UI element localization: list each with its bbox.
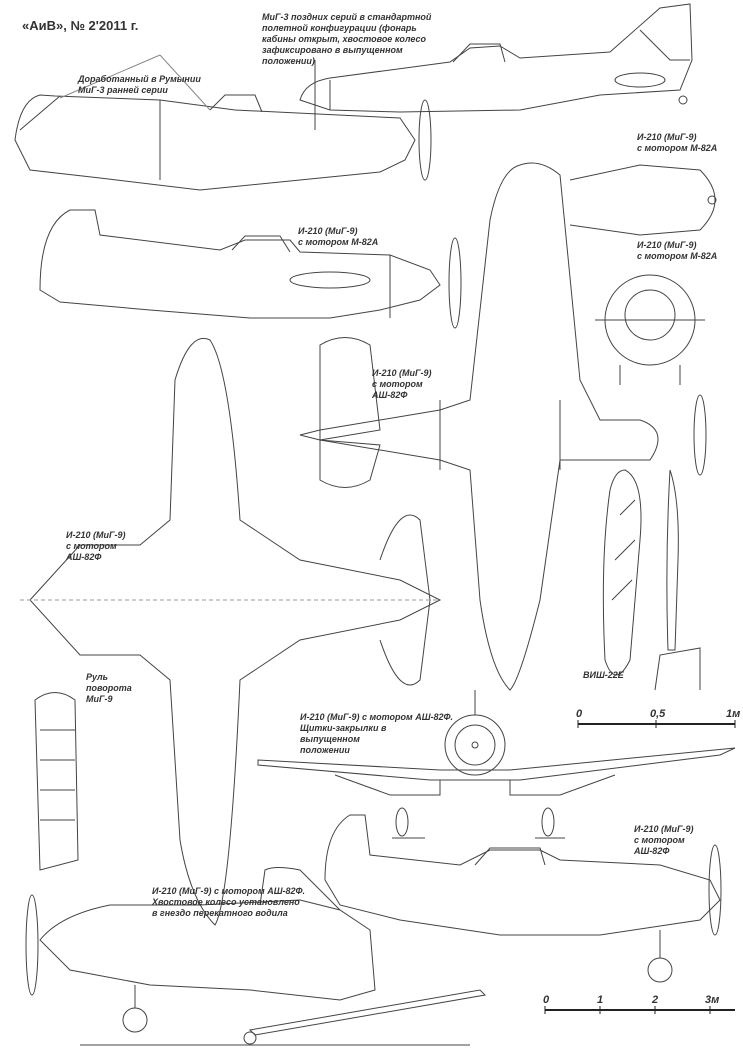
caption-line: МиГ-3 ранней серии — [78, 85, 168, 95]
caption-line: АШ-82Ф — [66, 552, 102, 562]
rudder-drawing — [34, 692, 79, 871]
scale-bar-small — [577, 720, 736, 728]
caption-i210-towbar: И-210 (МиГ-9) с мотором АШ-82Ф. Хвостово… — [152, 886, 305, 919]
caption-line: И-210 (МиГ-9) — [298, 226, 358, 236]
caption-line: АШ-82Ф — [372, 390, 408, 400]
caption-i210-m82a-top-detail: И-210 (МиГ-9) с мотором М-82А — [637, 132, 717, 154]
caption-line: ВИШ-22Е — [583, 670, 624, 680]
caption-line: с мотором М-82А — [637, 251, 718, 261]
caption-line: МиГ-9 — [86, 694, 113, 704]
caption-line: с мотором М-82А — [637, 143, 718, 153]
caption-i210-ash82f-top: И-210 (МиГ-9) с мотором АШ-82Ф — [372, 368, 432, 401]
i210-m82a-front-view — [595, 274, 705, 385]
caption-mig3-late: МиГ-3 поздних серий в стандартной полетн… — [262, 12, 431, 67]
scale-small-tick-0: 0 — [576, 708, 583, 720]
caption-line: полетной конфигурации (фонарь — [262, 23, 417, 33]
mig3-romania-side-view — [14, 54, 432, 191]
i210-ash82f-side-view — [324, 814, 722, 983]
caption-line: МиГ-3 поздних серий в стандартной — [262, 12, 432, 22]
caption-line: Руль — [86, 672, 108, 682]
caption-line: положении) — [262, 56, 315, 66]
caption-i210-ash82f-side: И-210 (МиГ-9) с мотором АШ-82Ф — [634, 824, 694, 857]
caption-line: И-210 (МиГ-9) — [637, 132, 697, 142]
caption-i210-front-flaps: И-210 (МиГ-9) с мотором АШ-82Ф. Щитки-за… — [300, 712, 453, 756]
scale-large-tick-0: 0 — [543, 994, 550, 1006]
i210-m82a-side-view — [39, 209, 462, 329]
scale-small-tick-half: 0,5 — [650, 708, 666, 720]
mig3-late-side-view — [299, 3, 693, 130]
caption-line: АШ-82Ф — [634, 846, 670, 856]
caption-line: И-210 (МиГ-9) — [66, 530, 126, 540]
scale-small-tick-1: 1м — [726, 708, 741, 720]
i210-m82a-nose-top-detail — [569, 164, 717, 236]
scale-large-tick-1: 1 — [597, 994, 604, 1006]
caption-line: с мотором — [372, 379, 423, 389]
caption-line: выпущенном — [300, 734, 360, 744]
i210-ash82f-bottom-view-left — [20, 338, 442, 926]
propeller-blade-drawing — [602, 469, 701, 691]
caption-i210-ash82f-bottom: И-210 (МиГ-9) с мотором АШ-82Ф — [66, 530, 126, 563]
scale-bar-large — [544, 1006, 735, 1014]
caption-line: положении — [300, 745, 350, 755]
scale-large-tick-3: 3м — [705, 994, 720, 1006]
caption-line: с мотором — [66, 541, 117, 551]
i210-towbar-side-view — [25, 867, 487, 1046]
caption-line: кабины открыт, хвостовое колесо — [262, 34, 426, 44]
caption-mig3-romania: Доработанный в Румынии МиГ-3 ранней сери… — [78, 74, 201, 96]
scale-large-tick-2: 2 — [652, 994, 659, 1006]
caption-line: Хвостовое колесо установлено — [152, 897, 300, 907]
caption-line: Щитки-закрылки в — [300, 723, 387, 733]
i210-ash82f-front-view — [257, 690, 736, 839]
caption-line: И-210 (МиГ-9) с мотором АШ-82Ф. — [300, 712, 454, 722]
i210-ash82f-top-view-right — [299, 162, 707, 691]
publication-header: «АиВ», № 2'2011 г. — [22, 18, 139, 33]
caption-line: в гнездо перекатного водила — [152, 908, 288, 918]
caption-i210-m82a-front: И-210 (МиГ-9) с мотором М-82А — [637, 240, 717, 262]
caption-i210-m82a-side: И-210 (МиГ-9) с мотором М-82А — [298, 226, 378, 248]
caption-line: зафиксировано в выпущенном — [262, 45, 403, 55]
caption-line: поворота — [86, 683, 132, 693]
caption-line: И-210 (МиГ-9) — [637, 240, 697, 250]
caption-rudder: Руль поворота МиГ-9 — [86, 672, 132, 705]
caption-line: с мотором — [634, 835, 685, 845]
caption-line: И-210 (МиГ-9) — [372, 368, 432, 378]
caption-line: Доработанный в Румынии — [78, 74, 201, 84]
caption-line: с мотором М-82А — [298, 237, 379, 247]
caption-line: И-210 (МиГ-9) с мотором АШ-82Ф. — [152, 886, 306, 896]
caption-line: И-210 (МиГ-9) — [634, 824, 694, 834]
caption-propeller: ВИШ-22Е — [583, 670, 624, 681]
